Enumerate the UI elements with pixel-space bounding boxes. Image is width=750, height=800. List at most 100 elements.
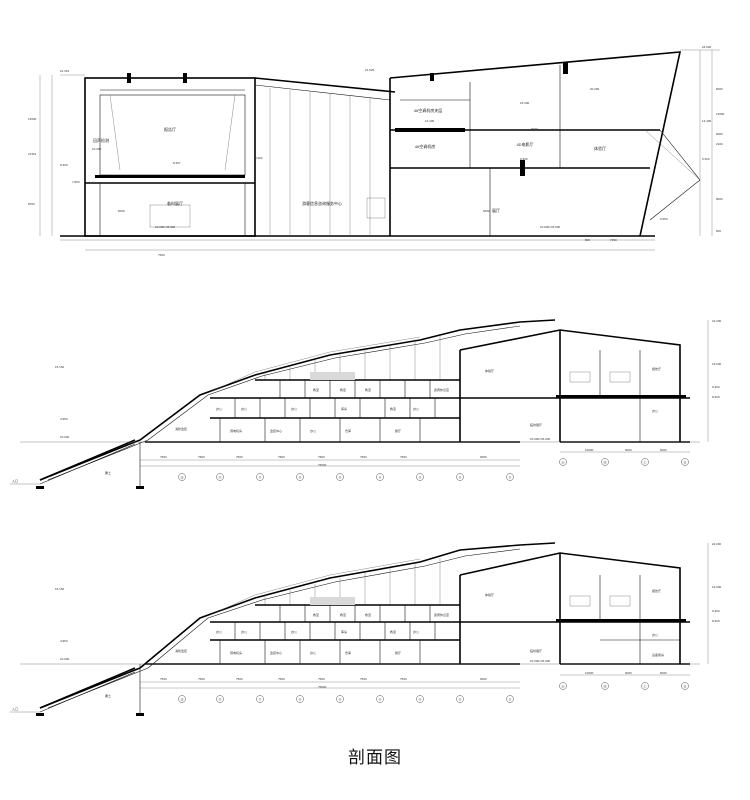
s2-label-office-f: 办公 — [652, 408, 658, 413]
s2-label-office-a: 办公 — [216, 406, 222, 411]
s2-label-report-hall: 报告厅 — [652, 366, 661, 371]
s3-label-entrance: 入口 — [12, 707, 18, 711]
s3-level-22000: 22.000 — [712, 542, 722, 546]
label-acoustic: 回声检测 — [93, 137, 109, 143]
s3-label-office-d: 办公 — [413, 629, 419, 634]
dim-left-21361: 21361 — [28, 152, 37, 156]
s2-label-monitoring: 监控中心 — [270, 428, 282, 433]
s3-bay-5: 7500 — [318, 677, 325, 681]
s3-level-base: ±0.000=45.000 — [530, 659, 550, 663]
s2-label-classroom-d: 教室 — [390, 406, 396, 411]
level-9300-a: 9.300 — [520, 157, 528, 161]
level-ground-left: ±0.000=45.000 — [155, 225, 175, 229]
dim-left-13500: 13500 — [28, 117, 37, 121]
s3-label-soil: 覆土 — [105, 693, 111, 698]
s2-level-base: ±0.000=45.000 — [530, 437, 550, 441]
s3-axis-7: ⑦ — [259, 698, 262, 702]
section-2: 入口 覆土 教室 教室 教室 贵宾休息室 办公 办公 办公 库房 教室 — [10, 319, 722, 489]
s3-bay-1: 7500 — [160, 677, 167, 681]
s3-axis-4: ④ — [379, 698, 382, 702]
s2-bay-4: 7500 — [278, 455, 285, 459]
s2-axis-5b: ⑤ — [339, 476, 342, 480]
s2-label-storage: 库房 — [341, 406, 347, 411]
s2-bay-5: 7500 — [318, 455, 325, 459]
s3-level-15150: 15.150 — [55, 587, 65, 591]
s3-level-0: ±0.000 — [60, 657, 69, 661]
s3-total: 75000 — [318, 685, 327, 689]
section-3: 入口 覆土 教室 教室 教室 贵宾休息室 办公 办公 办公 库房 教室 办公 — [10, 542, 722, 716]
drawing-caption: 剖面图 — [348, 748, 402, 768]
s3-axis-5b: ⑤ — [339, 698, 342, 702]
s3-level-19600: 19.600 — [712, 585, 722, 589]
level-0650: 0.650 — [660, 217, 668, 221]
dim-inner-6000-a: 6000 — [118, 209, 125, 213]
level-9300-b: 9.300 — [702, 157, 710, 161]
s3-label-storage: 库房 — [341, 629, 347, 634]
dim-right-600: 600 — [716, 229, 721, 233]
dim-bottom-7450: 7450 — [610, 238, 617, 242]
s3-label-office-a: 办公 — [216, 629, 222, 634]
s2-bay-11: 6000 — [660, 448, 667, 452]
s2-axis-C: Ⓒ — [643, 460, 646, 465]
s2-bay-10: 6000 — [625, 448, 632, 452]
s3-label-report-hall: 报告厅 — [652, 588, 661, 593]
section-1: 报告厅 临时展厅 回声检测 游客信息咨询服务中心 4#空调机房夹层 4#空调机房… — [28, 45, 725, 257]
s2-bay-1: 7500 — [160, 455, 167, 459]
level-14400-a: 14.400 — [425, 119, 435, 123]
s2-axis-D: Ⓓ — [683, 460, 686, 465]
label-exhibition-hall: 展厅 — [492, 207, 500, 213]
s3-axis-D: Ⓓ — [683, 684, 686, 689]
s2-axis-A: Ⓐ — [561, 460, 564, 465]
level-7800: 7.800 — [72, 180, 80, 184]
label-experience-hall: 体验厅 — [594, 145, 606, 151]
level-8457: 8.457 — [173, 161, 181, 165]
s2-level-8300: 8.300 — [712, 395, 720, 399]
s3-axis-13: ⑬ — [180, 697, 183, 702]
s3-axis-A: Ⓐ — [561, 684, 564, 689]
s2-label-office-e: 办公 — [310, 428, 316, 433]
dim-inner-6000-b: 6000 — [483, 209, 490, 213]
s2-axis-3: ③ — [419, 476, 422, 480]
s3-axis-11: ⑪ — [218, 697, 221, 702]
s3-label-machine-room: 弱电机房 — [230, 650, 242, 655]
s3-bay-11: 6000 — [660, 671, 667, 675]
s2-axis-11: ⑪ — [218, 475, 221, 480]
s3-axis-3: ③ — [419, 698, 422, 702]
s3-axis-C: Ⓒ — [643, 684, 646, 689]
dim-inner-9000: 9000 — [531, 127, 538, 131]
s2-axis-5a: ⑤ — [299, 476, 302, 480]
level-24000: 24.000 — [702, 45, 712, 49]
s3-bay-10: 6000 — [625, 671, 632, 675]
s2-label-machine-room: 弱电机房 — [230, 428, 242, 433]
s3-label-monitoring: 监控中心 — [270, 650, 282, 655]
s3-label-classroom-d: 教室 — [390, 629, 396, 634]
dim-right-9000: 9000 — [716, 132, 723, 136]
s3-bay-3: 7500 — [236, 677, 243, 681]
s3-axis-B: Ⓑ — [603, 684, 606, 689]
dim-right-13500: 13500 — [716, 112, 725, 116]
dim-bottom-800: 800 — [585, 238, 590, 242]
s2-bay-8: 9000 — [480, 455, 487, 459]
s2-bay-6: 7500 — [360, 455, 367, 459]
s3-bay-4: 7500 — [278, 677, 285, 681]
s2-axis-2: ② — [459, 476, 462, 480]
s3-axis-2: ② — [459, 698, 462, 702]
s2-level-19600: 19.600 — [712, 362, 722, 366]
s2-label-experience-hall: 体验厅 — [485, 368, 494, 373]
level-8300-b: 8.300 — [255, 156, 263, 160]
s3-label-equipment: 设备用房 — [652, 652, 664, 657]
s3-label-fire-control: 消防监控 — [175, 648, 187, 653]
label-report-hall: 报告厅 — [164, 126, 176, 132]
s2-axis-4: ④ — [379, 476, 382, 480]
level-21361: 21.361 — [60, 69, 70, 73]
label-ac-room-mezzanine: 4#空调机房夹层 — [414, 107, 442, 113]
s2-label-guest-room: 贵宾休息室 — [434, 387, 449, 392]
s2-label-office-b: 办公 — [241, 406, 247, 411]
s2-bay-9: 10000 — [585, 448, 594, 452]
s3-bay-7: 7500 — [400, 677, 407, 681]
s2-label-classroom-c: 教室 — [365, 387, 371, 392]
s3-label-office-f: 办公 — [652, 632, 658, 637]
s3-bay-8: 9000 — [480, 677, 487, 681]
s2-axis-13: ⑬ — [180, 475, 183, 480]
s3-label-office-b: 办公 — [241, 629, 247, 634]
